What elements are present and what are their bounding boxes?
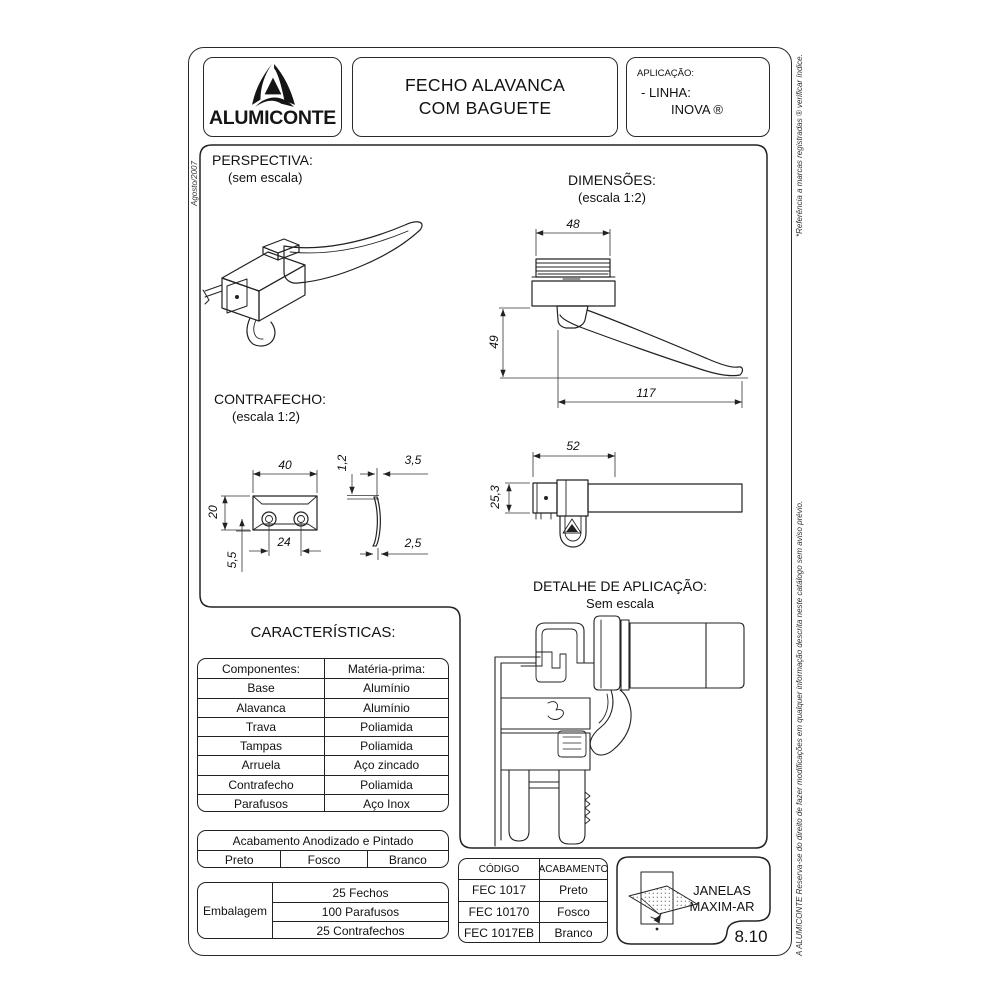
doc-title-line1: FECHO ALAVANCA <box>404 75 566 95</box>
alumiconte-logo-icon <box>252 64 295 107</box>
embalagem-item: 25 Contrafechos <box>316 924 405 938</box>
dim-25-3: 25,3 <box>488 485 502 509</box>
col-header: Matéria-prima: <box>324 659 448 679</box>
cell: Poliamida <box>324 775 448 794</box>
application-line-value: INOVA ® <box>671 102 723 117</box>
logo-box: ALUMICONTE <box>203 57 342 137</box>
table-row: Acabamento Anodizado e Pintado <box>198 831 448 850</box>
acabamento-cell: Fosco <box>539 901 607 922</box>
table-row: Contrafecho Poliamida <box>198 774 448 794</box>
page-number: 8.10 <box>734 927 768 946</box>
caracteristicas-title: CARACTERÍSTICAS: <box>250 624 396 641</box>
embalagem-item: 100 Parafusos <box>321 905 400 919</box>
doc-title-line2: COM BAGUETE <box>418 98 552 118</box>
table-row: Preto Fosco Branco <box>198 850 448 867</box>
cell: Arruela <box>241 758 281 773</box>
dim-2-5: 2,5 <box>404 536 422 550</box>
table-row: FEC 1017 Preto <box>459 879 607 901</box>
dim-3-5: 3,5 <box>404 453 422 467</box>
dim-117: 117 <box>636 386 656 400</box>
detalhe-title: DETALHE DE APLICAÇÃO: <box>532 578 707 594</box>
table-row: Arruela Aço zincado <box>198 755 448 775</box>
dim-5-5: 5,5 <box>225 551 239 569</box>
dimensoes-title: DIMENSÕES: <box>568 172 656 188</box>
logo-text: ALUMICONTE <box>209 107 336 129</box>
trademark-side-note: *Referência a marcas registradas ® verif… <box>795 54 804 237</box>
cell: Poliamida <box>324 737 448 756</box>
col-header: ACABAMENTO <box>539 859 607 879</box>
cell: Trava <box>245 719 277 734</box>
table-row: Parafusos Aço Inox <box>198 793 448 811</box>
dimensoes-subtitle: (escala 1:2) <box>578 190 646 205</box>
cell: Alumínio <box>324 679 448 698</box>
cell: Aço zincado <box>324 756 448 775</box>
dim-40: 40 <box>278 458 292 472</box>
cell: Contrafecho <box>228 777 294 792</box>
janelas-line1: JANELAS <box>693 883 751 898</box>
cell: Alavanca <box>236 700 286 715</box>
col-header: CÓDIGO <box>478 863 520 875</box>
date-side-note: Agosto/2007 <box>190 161 199 206</box>
table-row: Base Alumínio <box>198 678 448 698</box>
acabamento-cell: Branco <box>539 923 607 942</box>
acabamento-option: Fosco <box>280 851 366 867</box>
janelas-line2: MAXIM-AR <box>689 899 755 914</box>
detalhe-subtitle: Sem escala <box>586 596 654 611</box>
perspectiva-title: PERSPECTIVA: <box>212 152 313 168</box>
contrafecho-subtitle: (escala 1:2) <box>232 409 300 424</box>
dim-1-2: 1,2 <box>335 454 349 472</box>
disclaimer-side-note: A ALUMICONTE Reserva-se do direito de fa… <box>795 500 804 956</box>
contrafecho-title: CONTRAFECHO: <box>214 391 326 407</box>
cell: Tampas <box>239 739 283 754</box>
acabamento-cell: Preto <box>539 880 607 901</box>
table-row: FEC 10170 Fosco <box>459 900 607 922</box>
col-header: Componentes: <box>221 661 301 676</box>
dim-48: 48 <box>566 217 580 231</box>
componentes-table: Componentes: Matéria-prima: Base Alumíni… <box>197 658 449 812</box>
table-row: Componentes: Matéria-prima: <box>198 659 448 679</box>
table-row: Alavanca Alumínio <box>198 697 448 717</box>
acabamento-header: Acabamento Anodizado e Pintado <box>232 833 414 848</box>
dim-20: 20 <box>206 505 220 519</box>
cell: Base <box>247 681 275 696</box>
application-label: APLICAÇÃO: <box>637 68 695 79</box>
table-row: FEC 1017EB Branco <box>459 922 607 942</box>
cell: Aço Inox <box>324 794 448 811</box>
cell: Poliamida <box>324 717 448 736</box>
dim-49: 49 <box>487 335 501 349</box>
acabamento-table: Acabamento Anodizado e Pintado Preto Fos… <box>197 830 449 868</box>
janelas-maxim-ar-label: JANELAS MAXIM-AR <box>680 883 764 915</box>
title-box: FECHO ALAVANCA COM BAGUETE <box>352 57 618 137</box>
codigo-cell: FEC 1017EB <box>463 926 535 941</box>
table-row: Trava Poliamida <box>198 716 448 736</box>
codigo-table: CÓDIGO ACABAMENTO FEC 1017 Preto FEC 101… <box>458 858 608 943</box>
embalagem-item: 25 Fechos <box>332 885 389 900</box>
cell: Alumínio <box>324 698 448 717</box>
acabamento-option: Preto <box>224 853 254 867</box>
dim-52: 52 <box>566 439 580 453</box>
page-border <box>188 47 792 956</box>
embalagem-table: Embalagem 25 Fechos 100 Parafusos 25 Con… <box>197 882 449 939</box>
perspectiva-subtitle: (sem escala) <box>228 170 303 185</box>
application-line-label: - LINHA: <box>641 85 691 100</box>
codigo-cell: FEC 10170 <box>468 904 530 919</box>
application-box: APLICAÇÃO: - LINHA: INOVA ® <box>626 57 770 137</box>
embalagem-label: Embalagem <box>198 883 273 938</box>
dim-24: 24 <box>277 535 291 549</box>
acabamento-option: Branco <box>366 851 448 867</box>
cell: Parafusos <box>233 796 289 811</box>
table-row: Tampas Poliamida <box>198 736 448 756</box>
codigo-cell: FEC 1017 <box>471 883 527 898</box>
